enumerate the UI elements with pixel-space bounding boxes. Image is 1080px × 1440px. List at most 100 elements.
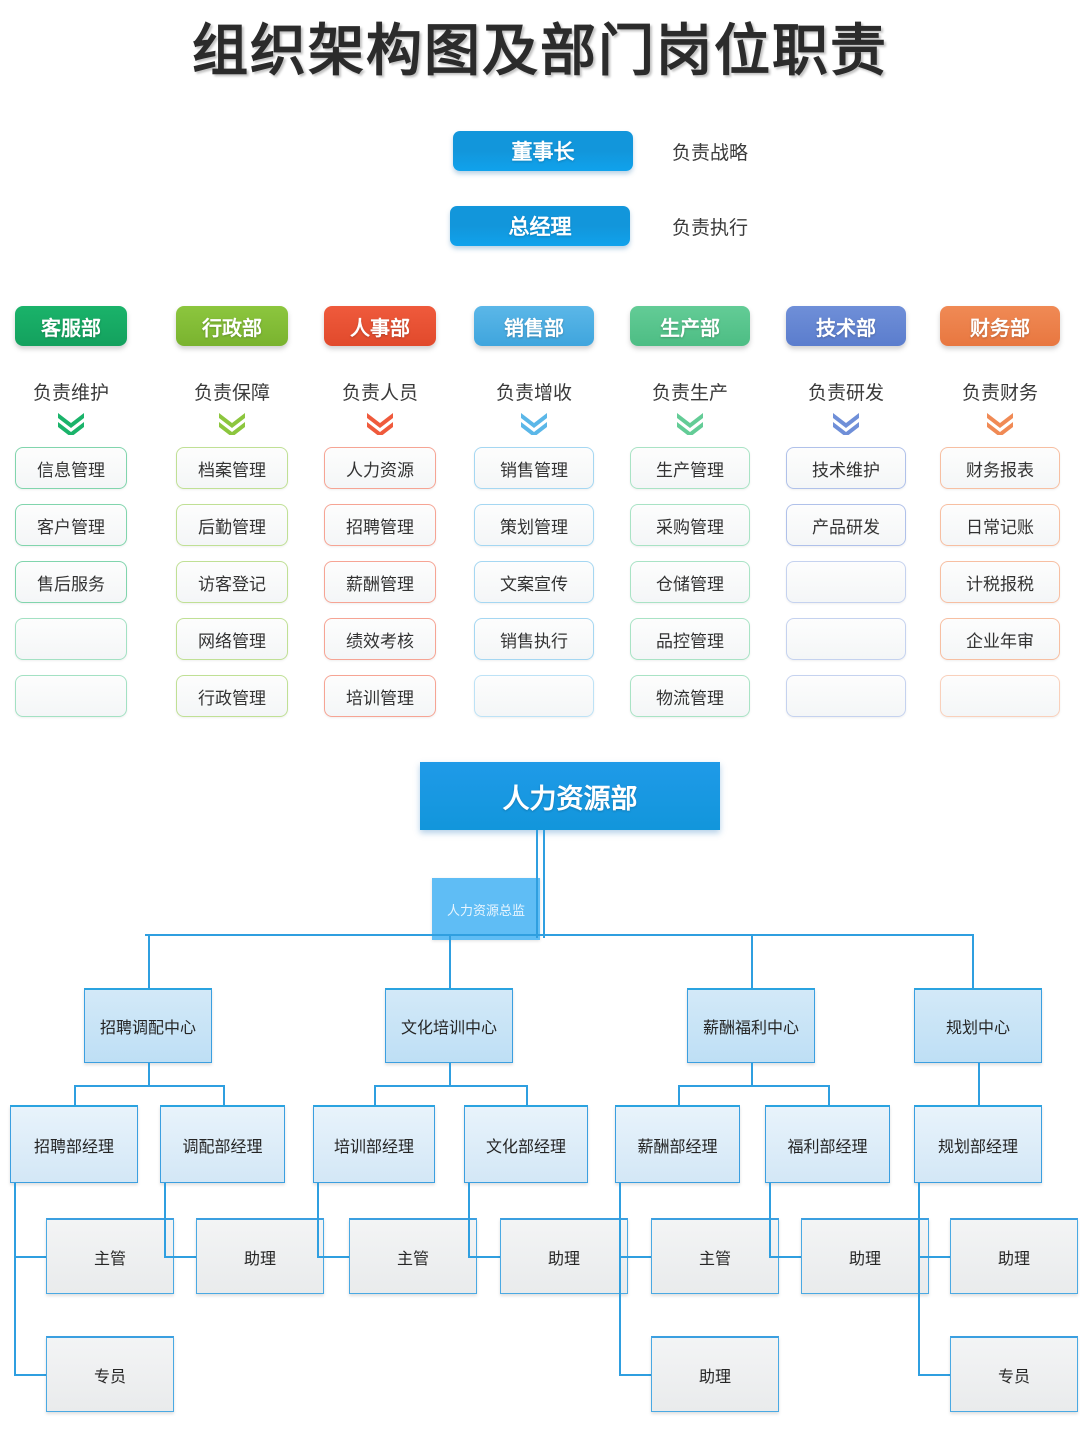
manager-staff-spine — [317, 1183, 319, 1256]
manager-staff-spine — [164, 1183, 166, 1256]
double-chevron-down-icon — [677, 413, 703, 435]
hr-center-box[interactable]: 招聘调配中心 — [84, 988, 212, 1063]
center-drop-line — [751, 934, 753, 988]
center-to-manager-bar — [677, 1085, 753, 1087]
department-item[interactable]: 售后服务 — [15, 561, 127, 603]
hr-manager-box[interactable]: 规划部经理 — [914, 1105, 1042, 1183]
double-chevron-down-icon — [58, 413, 84, 435]
department-badge[interactable]: 生产部 — [630, 306, 750, 346]
exec-duty-general-manager: 负责执行 — [672, 218, 749, 239]
department-badge[interactable]: 人事部 — [324, 306, 436, 346]
exec-pill-chairman[interactable]: 董事长 — [453, 131, 633, 171]
manager-drop-line — [222, 1085, 225, 1105]
hr-staff-box[interactable]: 助理 — [651, 1336, 779, 1412]
department-item[interactable]: 后勤管理 — [176, 504, 288, 546]
center-drop-line — [449, 934, 451, 988]
department-item[interactable]: 财务报表 — [940, 447, 1060, 489]
department-item[interactable]: 采购管理 — [630, 504, 750, 546]
hr-department-head[interactable]: 人力资源部 — [420, 762, 720, 830]
hr-staff-box[interactable]: 专员 — [46, 1336, 174, 1412]
hr-center-box[interactable]: 薪酬福利中心 — [687, 988, 815, 1063]
hr-center-box[interactable]: 规划中心 — [914, 988, 1042, 1063]
department-item[interactable]: 薪酬管理 — [324, 561, 436, 603]
department-badge[interactable]: 财务部 — [940, 306, 1060, 346]
manager-drop-line — [978, 1085, 980, 1105]
department-item[interactable]: 档案管理 — [176, 447, 288, 489]
department-item[interactable]: 客户管理 — [15, 504, 127, 546]
department-item[interactable]: 技术维护 — [786, 447, 906, 489]
department-item[interactable]: 网络管理 — [176, 618, 288, 660]
manager-staff-branch — [468, 1256, 502, 1258]
hr-staff-box[interactable]: 主管 — [349, 1218, 477, 1294]
department-item[interactable]: 信息管理 — [15, 447, 127, 489]
manager-drop-line — [677, 1085, 680, 1105]
department-item[interactable]: 仓储管理 — [630, 561, 750, 603]
department-item[interactable]: 招聘管理 — [324, 504, 436, 546]
department-column: 人事部负责人员人力资源招聘管理薪酬管理绩效考核培训管理 — [324, 306, 436, 732]
manager-staff-branch — [918, 1256, 952, 1258]
department-item[interactable]: 销售管理 — [474, 447, 594, 489]
department-item[interactable]: 日常记账 — [940, 504, 1060, 546]
manager-staff-branch — [918, 1374, 952, 1376]
department-column: 客服部负责维护信息管理客户管理售后服务 — [15, 306, 127, 732]
department-item[interactable]: 企业年审 — [940, 618, 1060, 660]
hr-manager-box[interactable]: 福利部经理 — [765, 1105, 890, 1183]
double-chevron-down-icon — [521, 413, 547, 435]
department-item[interactable]: 访客登记 — [176, 561, 288, 603]
department-item-list: 生产管理采购管理仓储管理品控管理物流管理 — [630, 447, 750, 717]
hr-center-box[interactable]: 文化培训中心 — [385, 988, 513, 1063]
department-item[interactable]: 销售执行 — [474, 618, 594, 660]
double-chevron-down-icon — [219, 413, 245, 435]
hr-manager-box[interactable]: 培训部经理 — [313, 1105, 435, 1183]
hr-staff-box[interactable]: 主管 — [651, 1218, 779, 1294]
department-badge[interactable]: 客服部 — [15, 306, 127, 346]
department-duty: 负责研发 — [807, 383, 884, 404]
manager-staff-branch — [769, 1256, 803, 1258]
manager-staff-spine — [769, 1183, 771, 1256]
manager-drop-line — [526, 1085, 528, 1105]
department-badge[interactable]: 技术部 — [786, 306, 906, 346]
center-to-manager-stem — [978, 1063, 980, 1085]
department-badge[interactable]: 行政部 — [176, 306, 288, 346]
department-item[interactable]: 计税报税 — [940, 561, 1060, 603]
department-item[interactable]: 绩效考核 — [324, 618, 436, 660]
manager-staff-branch — [619, 1256, 653, 1258]
department-column: 行政部负责保障档案管理后勤管理访客登记网络管理行政管理 — [176, 306, 288, 732]
center-to-manager-bar — [374, 1085, 451, 1087]
manager-staff-branch — [14, 1374, 48, 1376]
hr-staff-box[interactable]: 主管 — [46, 1218, 174, 1294]
department-item[interactable]: 物流管理 — [630, 675, 750, 717]
department-item[interactable]: 文案宣传 — [474, 561, 594, 603]
manager-staff-branch — [164, 1256, 198, 1258]
department-item[interactable]: 生产管理 — [630, 447, 750, 489]
hr-manager-box[interactable]: 薪酬部经理 — [615, 1105, 740, 1183]
department-item[interactable]: 品控管理 — [630, 618, 750, 660]
hr-staff-box[interactable]: 助理 — [196, 1218, 324, 1294]
department-badge[interactable]: 销售部 — [474, 306, 594, 346]
center-drop-line — [148, 934, 150, 988]
manager-staff-branch — [14, 1256, 48, 1258]
double-chevron-down-icon — [987, 413, 1013, 435]
hr-staff-box[interactable]: 助理 — [950, 1218, 1078, 1294]
center-to-manager-bar — [74, 1085, 150, 1087]
center-to-manager-stem — [751, 1063, 753, 1085]
hr-staff-box[interactable]: 助理 — [801, 1218, 929, 1294]
hr-director-box[interactable]: 人力资源总监 — [432, 878, 540, 940]
department-duty: 负责人员 — [341, 383, 418, 404]
department-item[interactable]: 产品研发 — [786, 504, 906, 546]
hr-manager-box[interactable]: 调配部经理 — [160, 1105, 285, 1183]
exec-pill-general-manager[interactable]: 总经理 — [450, 206, 630, 246]
department-item[interactable]: 培训管理 — [324, 675, 436, 717]
department-item[interactable]: 行政管理 — [176, 675, 288, 717]
manager-drop-line — [374, 1085, 376, 1105]
hr-manager-box[interactable]: 招聘部经理 — [10, 1105, 138, 1183]
hr-manager-box[interactable]: 文化部经理 — [464, 1105, 588, 1183]
department-item[interactable]: 人力资源 — [324, 447, 436, 489]
manager-staff-spine — [619, 1183, 621, 1374]
department-item-list: 档案管理后勤管理访客登记网络管理行政管理 — [176, 447, 288, 717]
hr-staff-box[interactable]: 专员 — [950, 1336, 1078, 1412]
department-column: 销售部负责增收销售管理策划管理文案宣传销售执行 — [474, 306, 594, 732]
hr-staff-box[interactable]: 助理 — [500, 1218, 628, 1294]
department-item[interactable]: 策划管理 — [474, 504, 594, 546]
